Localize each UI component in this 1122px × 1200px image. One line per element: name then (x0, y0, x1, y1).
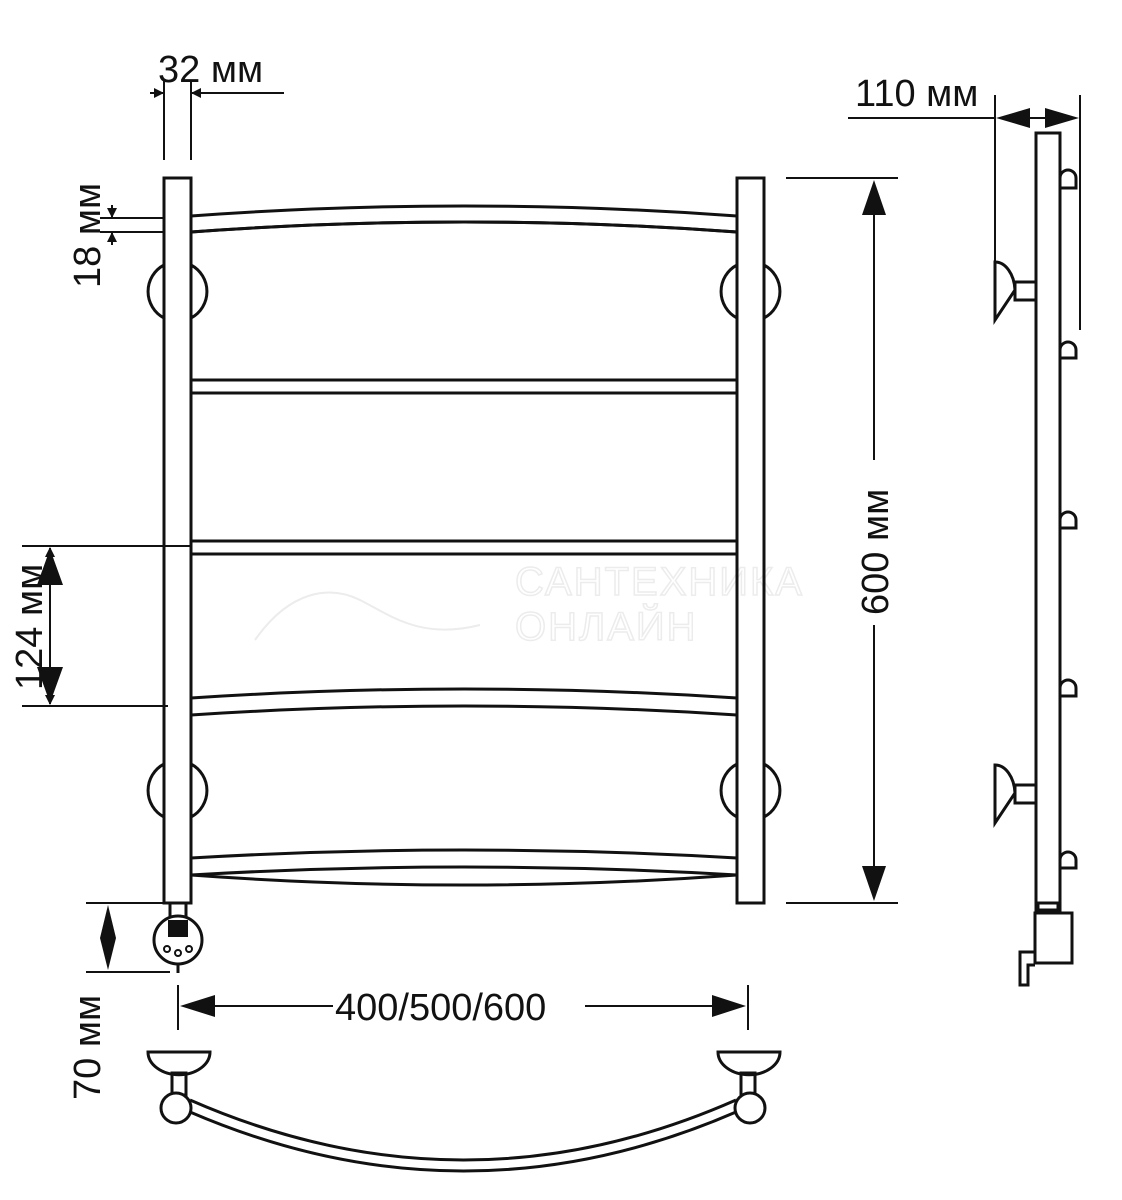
side-view (993, 131, 1078, 987)
dim-pipe-width-label: 32 мм (158, 49, 263, 91)
right-vertical-pipe (735, 176, 766, 905)
side-pipe (1034, 131, 1062, 912)
dimension-600mm: 600 мм (786, 177, 898, 904)
watermark-line-1: САНТЕХНИКА (515, 560, 804, 604)
dim-offset-label: 18 мм (67, 183, 109, 288)
dim-rung-spacing-label: 124 мм (9, 564, 51, 690)
rung-4 (190, 687, 738, 700)
wall-brackets (146, 263, 782, 819)
dim-width-label: 400/500/600 (335, 987, 546, 1029)
dimension-18mm: 18 мм (67, 183, 165, 288)
heating-element (152, 901, 204, 973)
rung-5 (190, 848, 738, 860)
dim-height-label: 600 мм (855, 489, 897, 615)
dimension-70mm: 70 мм (67, 902, 170, 1100)
watermark: САНТЕХНИКА ОНЛАЙН (254, 559, 804, 650)
front-view (146, 176, 782, 973)
dimension-110mm: 110 мм (848, 73, 1081, 330)
dimension-width: 400/500/600 (177, 985, 749, 1030)
dimension-124mm: 124 мм (9, 545, 192, 707)
dim-heater-offset-label: 70 мм (67, 995, 109, 1100)
top-view (146, 1050, 782, 1173)
watermark-line-2: ОНЛАЙН (515, 603, 698, 649)
rungs (190, 204, 739, 887)
dim-depth-label: 110 мм (855, 73, 978, 115)
dimension-32mm: 32 мм (150, 49, 284, 160)
left-vertical-pipe (162, 176, 193, 905)
